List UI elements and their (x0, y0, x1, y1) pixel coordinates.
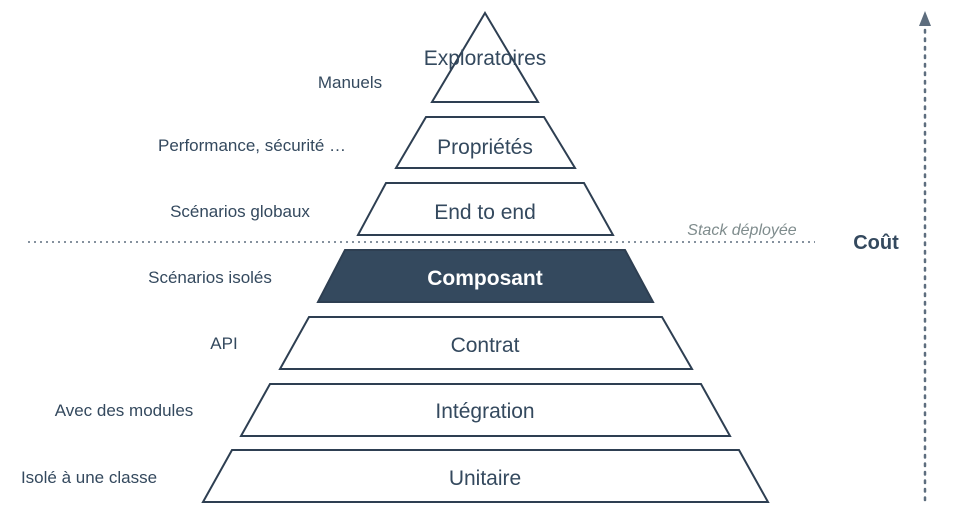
layer-label-composant: Composant (427, 267, 543, 290)
annotation-api: API (210, 334, 237, 353)
annotation-manuels: Manuels (318, 73, 382, 92)
layer-shape-integration (239, 383, 732, 437)
annotation-scenarios-isoles: Scénarios isolés (148, 268, 272, 287)
layer-shape-unitaire (201, 449, 770, 503)
annotation-isole-a-une-classe: Isolé à une classe (21, 468, 157, 487)
layer-shape-exploratoires (430, 11, 540, 103)
pyramid-layer-end-to-end: End to end (356, 182, 615, 236)
cost-axis-label: Coût (853, 232, 899, 254)
layer-label-proprietes: Propriétés (437, 136, 533, 159)
pyramid-layer-composant: Composant (316, 249, 655, 303)
stack-deployed-label: Stack déployée (687, 222, 797, 239)
layer-label-exploratoires: Exploratoires (424, 47, 547, 70)
layer-label-unitaire: Unitaire (449, 467, 521, 490)
layer-shape-contrat (278, 316, 694, 370)
layer-label-end-to-end: End to end (434, 201, 536, 224)
pyramid-layer-contrat: Contrat (278, 316, 694, 370)
layer-shape-proprietes (394, 116, 577, 169)
cost-arrow-up-icon (919, 11, 931, 26)
layer-shape-composant (316, 249, 655, 303)
layer-label-contrat: Contrat (451, 334, 520, 357)
pyramid-layer-unitaire: Unitaire (201, 449, 770, 503)
annotation-performance-securite: Performance, sécurité … (158, 136, 346, 155)
annotation-avec-des-modules: Avec des modules (55, 401, 194, 420)
layer-label-integration: Intégration (435, 400, 534, 423)
layer-shape-end-to-end (356, 182, 615, 236)
pyramid-layer-integration: Intégration (239, 383, 732, 437)
pyramid-layer-exploratoires: Exploratoires (424, 11, 547, 103)
pyramid-layer-proprietes: Propriétés (394, 116, 577, 169)
annotation-scenarios-globaux: Scénarios globaux (170, 202, 310, 221)
